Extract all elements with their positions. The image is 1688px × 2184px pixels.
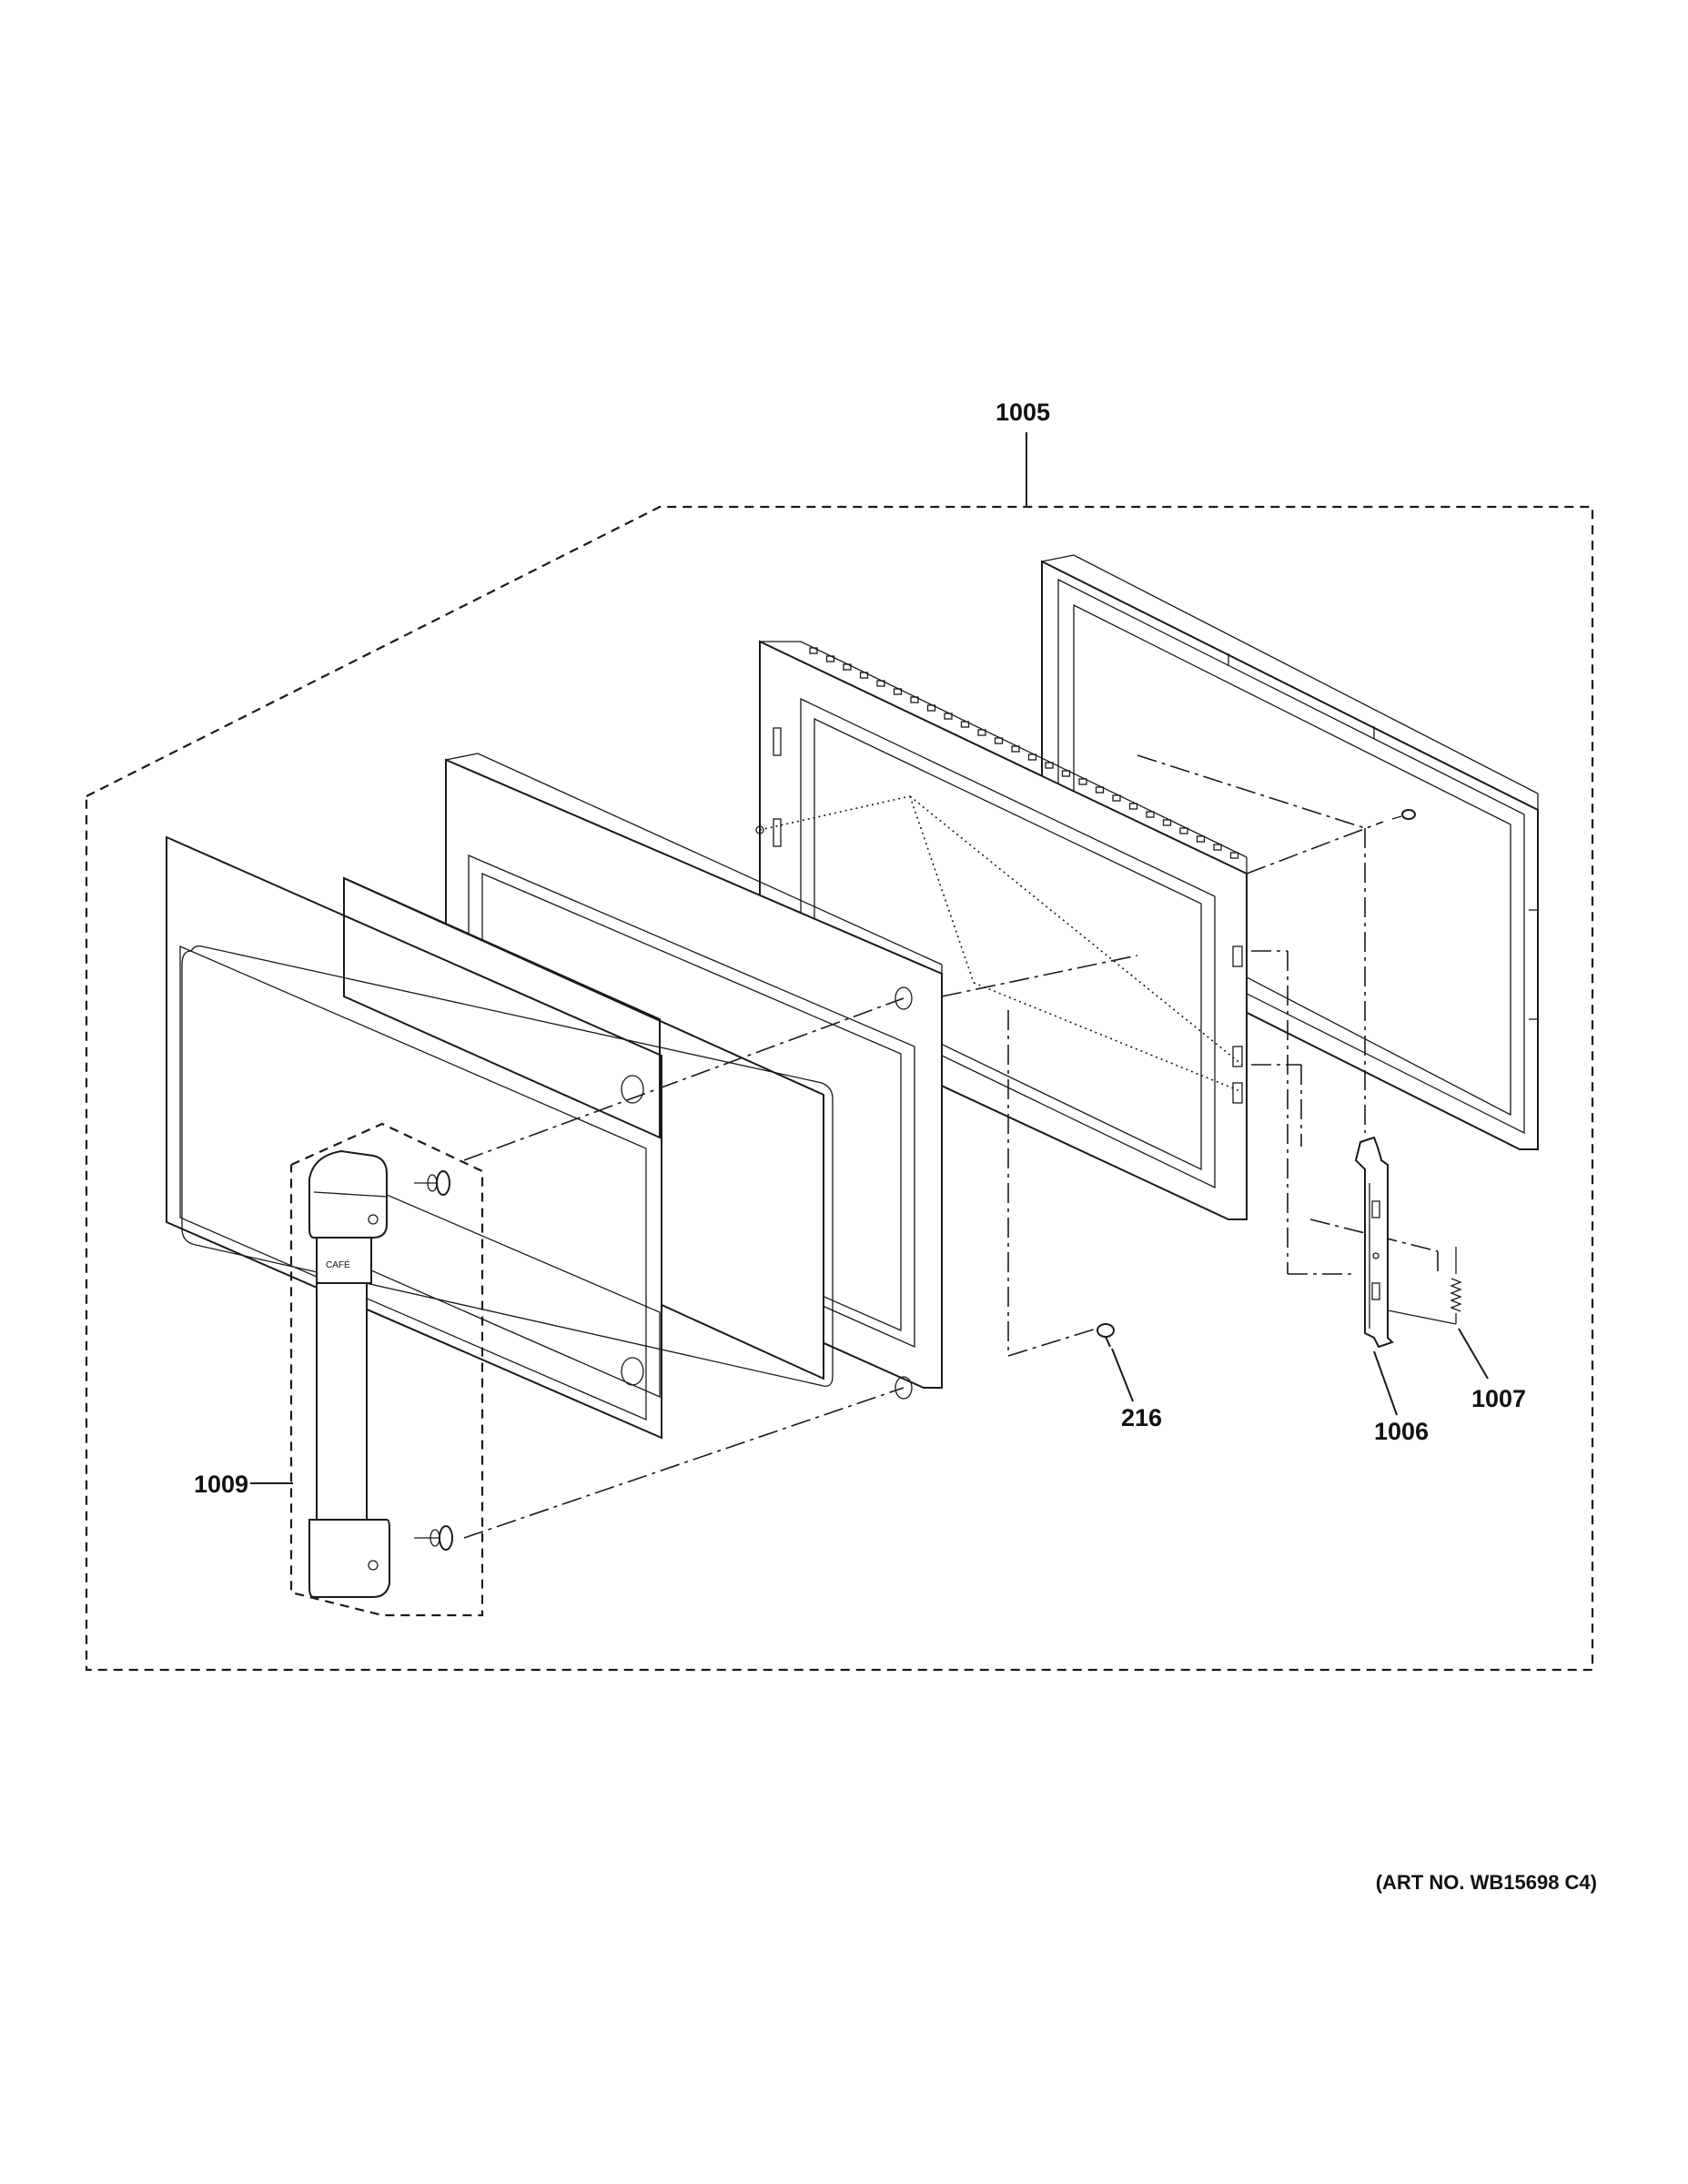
assembly-boundary — [85, 432, 1594, 1672]
choke-tooth — [1179, 827, 1188, 834]
choke-tooth — [944, 713, 953, 720]
art-number: (ART NO. WB15698 C4) — [1376, 1871, 1597, 1894]
choke-tooth — [843, 663, 852, 671]
choke-tooth — [859, 672, 869, 679]
screw-216 — [1097, 1323, 1115, 1348]
callout-216: 216 — [1121, 1404, 1162, 1431]
choke-tooth — [876, 680, 885, 687]
choke-tooth — [1011, 745, 1020, 753]
front-door-panel — [166, 835, 834, 1440]
choke-tooth — [1078, 778, 1087, 785]
callout-1006: 1006 — [1374, 1418, 1429, 1445]
choke-tooth — [1112, 794, 1121, 802]
latch-spring — [1387, 1247, 1462, 1325]
callout-1005: 1005 — [996, 399, 1050, 426]
choke-tooth — [910, 696, 919, 703]
choke-tooth — [960, 721, 970, 728]
choke-tooth — [1061, 770, 1071, 777]
choke-tooth — [1146, 811, 1155, 818]
choke-tooth — [809, 647, 818, 654]
callout-1009: 1009 — [194, 1471, 248, 1498]
choke-tooth — [893, 688, 903, 695]
choke-tooth — [994, 737, 1004, 744]
choke-tooth — [1095, 786, 1105, 794]
choke-tooth — [1229, 852, 1239, 859]
door-handle: CAFÉ — [308, 1149, 390, 1598]
leader-lines — [250, 1328, 1489, 1484]
choke-tooth — [1162, 819, 1172, 826]
handle-logo: CAFÉ — [326, 1259, 350, 1270]
alignment-lines — [463, 754, 1439, 1539]
choke-tooth — [825, 655, 835, 662]
handle-screw-lower — [414, 1525, 453, 1551]
choke-tooth — [1213, 844, 1222, 851]
choke-tooth — [1045, 762, 1054, 769]
dotted-lines — [759, 795, 1243, 1093]
door-latch — [1354, 1136, 1394, 1349]
choke-tooth — [926, 704, 936, 712]
choke-tooth — [977, 729, 986, 736]
screw-top — [1391, 809, 1416, 820]
choke-tooth — [1027, 753, 1037, 761]
choke-tooth — [1128, 803, 1138, 810]
choke-tooth — [1196, 835, 1206, 843]
callout-1007: 1007 — [1471, 1385, 1526, 1412]
handle-screw-upper — [414, 1170, 450, 1196]
choke-frame — [755, 640, 1248, 1220]
handle-assembly-boundary — [289, 1122, 484, 1617]
